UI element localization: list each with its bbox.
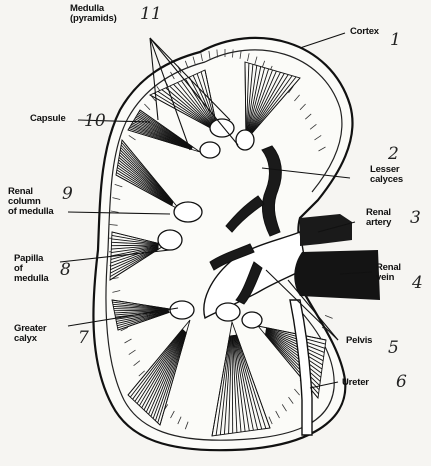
- capsule-label: Capsule: [30, 114, 66, 124]
- lesser-calyces-number: 2: [388, 146, 399, 163]
- renal-vein-number: 4: [412, 275, 423, 292]
- renal-artery-label: Renal artery: [366, 208, 391, 228]
- pelvis-label: Pelvis: [346, 336, 372, 346]
- cortex-number: 1: [390, 32, 401, 49]
- papilla-label-line3: medulla: [14, 274, 49, 284]
- medulla-pyramids-number: 11: [140, 6, 162, 23]
- cortex-tick: [325, 315, 333, 318]
- renal-artery-number: 3: [410, 210, 421, 227]
- ureter-number: 6: [396, 374, 407, 391]
- pelvis-number: 5: [388, 340, 399, 357]
- renal-vein: [294, 250, 380, 300]
- renal-column-label: Renal column of medulla: [8, 187, 54, 217]
- lesser-calyces-label-line2: calyces: [370, 175, 403, 185]
- ureter-label: Ureter: [342, 378, 369, 388]
- pyramid-striation: [232, 335, 233, 433]
- renal-vein-label-line2: vein: [376, 273, 401, 283]
- pyramid-striation: [111, 245, 158, 246]
- greater-calyx-label: Greater calyx: [14, 324, 46, 344]
- greater-calyx-number: 7: [78, 330, 89, 347]
- renal-column-label-line3: of medulla: [8, 207, 54, 217]
- medulla-pyramids-label: Medulla (pyramids): [70, 4, 117, 24]
- capsule-number: 10: [84, 113, 106, 130]
- renal-artery-label-line2: artery: [366, 218, 391, 228]
- papilla-number: 8: [60, 262, 71, 279]
- medulla-pyramids-label-line2: (pyramids): [70, 14, 117, 24]
- lesser-calyces-label: Lesser calyces: [370, 165, 403, 185]
- cortex-label: Cortex: [350, 27, 379, 37]
- papilla-label: Papilla of medulla: [14, 254, 49, 284]
- greater-calyx-label-line2: calyx: [14, 334, 46, 344]
- renal-vein-label: Renal vein: [376, 263, 401, 283]
- renal-column-number: 9: [62, 186, 73, 203]
